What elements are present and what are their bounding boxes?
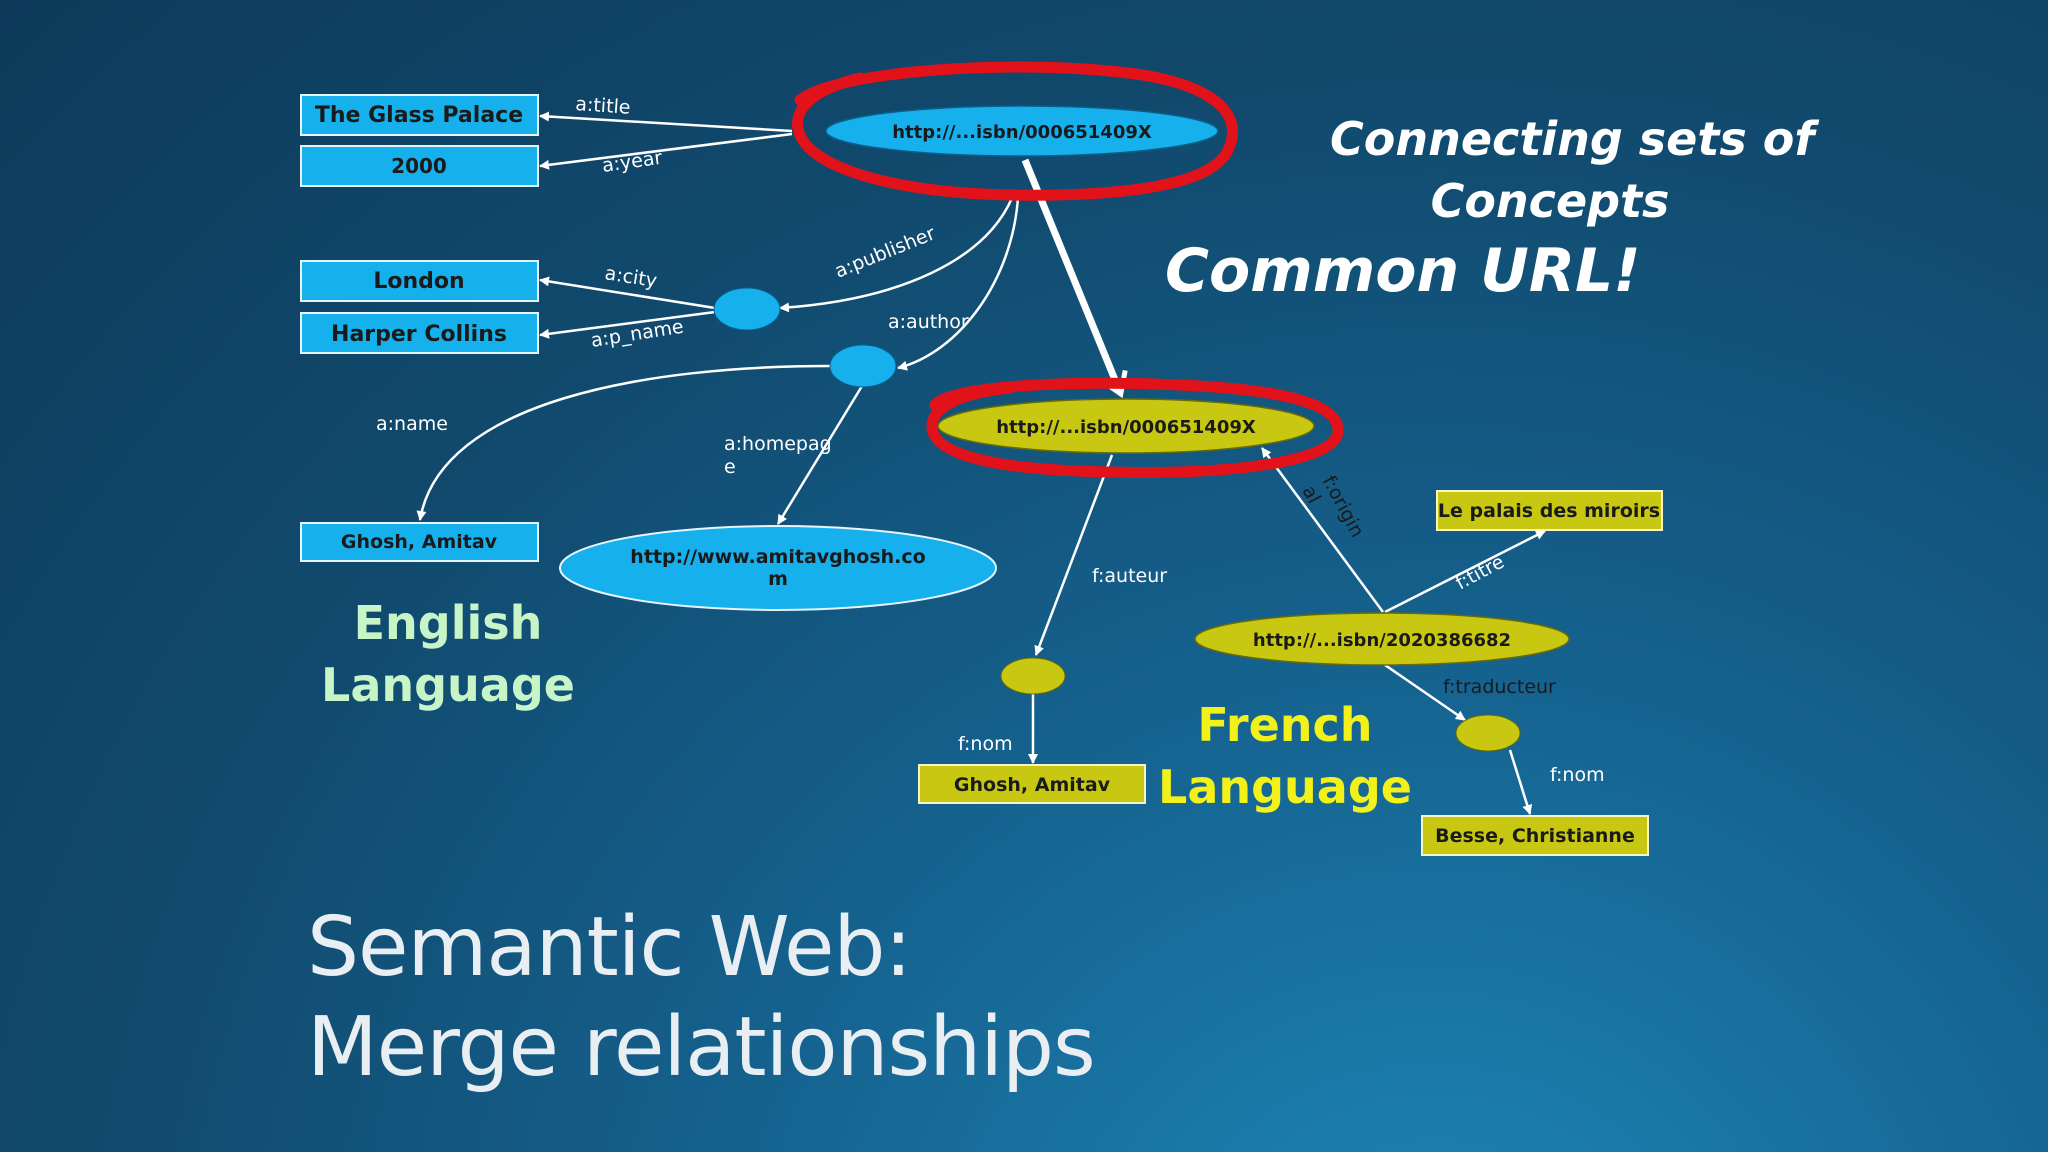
publisher-blank-node — [713, 287, 781, 331]
edge-author — [897, 197, 1020, 371]
publisher-name-value-box — [300, 312, 539, 354]
highlight-circles — [792, 61, 1344, 478]
english-nodes: http://...isbn/000651409X The Glass Pala… — [300, 94, 1219, 611]
edge-traducteur — [1384, 663, 1466, 722]
label-original-line1: f:origin — [1318, 472, 1369, 541]
city-value: London — [373, 269, 464, 294]
titre-value: Le palais des miroirs — [1438, 500, 1660, 522]
translator-name-value: Besse, Christianne — [1435, 825, 1635, 847]
year-value-box — [300, 145, 539, 187]
homepage-value-line2: m — [768, 568, 788, 590]
french-language-line2: Language — [1158, 760, 1412, 814]
title-value-box — [300, 94, 539, 136]
author-blank-node — [829, 344, 897, 388]
english-edges — [416, 111, 1020, 525]
edge-title — [539, 111, 793, 133]
slide-title-line1: Semantic Web: — [307, 900, 912, 995]
titre-value-box — [1436, 490, 1663, 531]
edge-homepage — [776, 385, 864, 525]
author-name-value: Ghosh, Amitav — [341, 531, 498, 553]
french-language-label: French Language — [1155, 694, 1415, 818]
label-auteur: f:auteur — [1092, 565, 1167, 587]
edge-publisher — [779, 197, 1014, 313]
edge-city — [539, 276, 716, 310]
edge-auteur — [1034, 454, 1114, 656]
homepage-value-line1: http://www.amitavghosh.co — [630, 546, 925, 568]
translator-name-value-box — [1421, 815, 1649, 856]
french-edges — [1028, 447, 1546, 815]
connecting-callout-line1: Connecting sets of — [1330, 112, 1815, 166]
label-nom-translator: f:nom — [1550, 764, 1605, 786]
edge-nom-translator — [1508, 749, 1533, 815]
author-name-value-box-fr — [918, 764, 1146, 804]
edge-original — [1260, 447, 1385, 613]
label-traducteur: f:traducteur — [1443, 676, 1556, 698]
year-value: 2000 — [391, 154, 447, 178]
french-nodes: http://...isbn/000651409X Ghosh, Amitav … — [918, 398, 1663, 856]
english-language-label: English Language — [318, 592, 578, 716]
city-value-box — [300, 260, 539, 302]
publisher-name-value: Harper Collins — [331, 322, 507, 347]
french-hub-node — [937, 398, 1315, 454]
label-homepage-line2: e — [724, 456, 736, 478]
english-language-line2: Language — [321, 658, 575, 712]
french-hub-uri: http://...isbn/000651409X — [996, 417, 1256, 438]
homepage-node — [559, 525, 997, 611]
label-year: a:year — [601, 147, 664, 177]
edge-p-name — [539, 310, 716, 339]
edge-name — [416, 364, 831, 521]
edge-titre — [1384, 529, 1546, 614]
connecting-callout: Connecting sets of Concepts — [1330, 108, 1815, 232]
title-value: The Glass Palace — [315, 103, 523, 128]
english-hub-uri: http://...isbn/000651409X — [892, 122, 1152, 143]
translation-uri: http://...isbn/2020386682 — [1253, 630, 1511, 651]
connecting-callout-line2: Concepts — [1430, 174, 1670, 228]
label-name: a:name — [376, 413, 448, 435]
label-publisher: a:publisher — [832, 222, 939, 282]
label-city: a:city — [603, 262, 658, 292]
french-language-line1: French — [1197, 698, 1373, 752]
author-blank-node-fr — [1000, 657, 1066, 695]
english-hub-node — [825, 105, 1219, 157]
highlight-circle-english — [792, 61, 1238, 201]
label-nom-author: f:nom — [958, 733, 1013, 755]
translator-blank-node — [1455, 714, 1521, 752]
author-name-value-box — [300, 522, 539, 562]
english-language-line1: English — [353, 596, 543, 650]
edge-year — [539, 132, 793, 170]
highlight-circle-french — [926, 377, 1344, 478]
label-title: a:title — [575, 93, 632, 119]
label-titre: f:titre — [1452, 551, 1508, 595]
slide-title-line2: Merge relationships — [307, 1000, 1096, 1095]
label-homepage-line1: a:homepag — [724, 433, 832, 455]
translation-node — [1194, 612, 1570, 666]
author-name-value-fr: Ghosh, Amitav — [954, 774, 1111, 796]
label-author: a:author — [888, 311, 969, 333]
common-url-callout: Common URL! — [1165, 236, 1641, 306]
